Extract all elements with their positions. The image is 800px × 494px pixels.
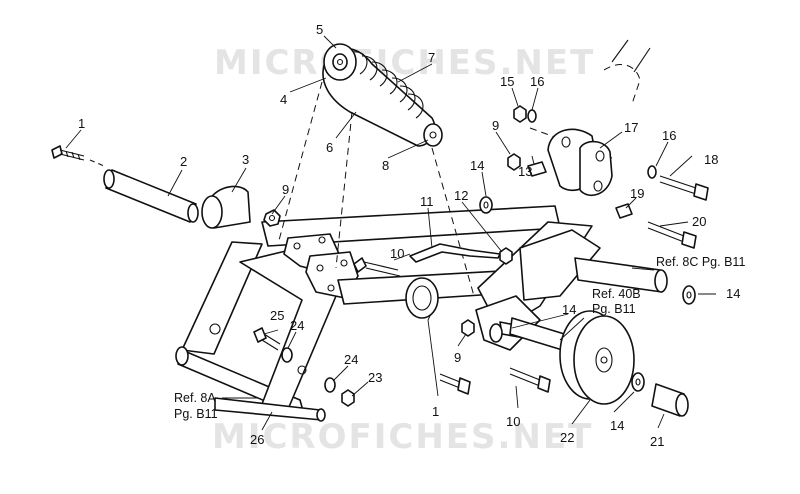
- callout-3: 3: [242, 152, 249, 167]
- callout-16-right: 16: [662, 128, 676, 143]
- callout-24-upper: 24: [290, 318, 304, 333]
- callout-14-mid: 14: [562, 302, 576, 317]
- ref-8a-line1: Ref. 8A: [174, 391, 216, 405]
- callout-14-upper: 14: [470, 158, 484, 173]
- ref-40b-line1: Ref. 40B: [592, 287, 641, 301]
- callout-21: 21: [650, 434, 664, 449]
- frame-hint: [603, 64, 641, 105]
- frame-rails: [611, 39, 651, 73]
- callout-11: 11: [420, 194, 434, 209]
- wheel-22: [559, 310, 635, 405]
- nut-9-upper: [263, 209, 281, 227]
- callout-6: 6: [326, 140, 333, 155]
- callout-8: 8: [382, 158, 389, 173]
- watermark-top: MICROFICHES.NET: [214, 43, 595, 83]
- callout-7: 7: [428, 50, 435, 65]
- callout-18: 18: [704, 152, 718, 167]
- nut-9-lower: [461, 319, 475, 337]
- washer-16-upper: [527, 109, 537, 123]
- callouts: 1 2 3 4 5 6 7 8 9 10 11 12 13 14 15 16 9…: [78, 22, 745, 449]
- sleeve-19: [615, 203, 633, 219]
- ref-8a-line2: Pg. B11: [174, 407, 218, 421]
- callout-1-upper: 1: [78, 116, 85, 131]
- callout-1-lower: 1: [432, 404, 439, 419]
- callout-23: 23: [368, 370, 382, 385]
- ref-8c: Ref. 8C Pg. B11: [656, 255, 745, 269]
- callout-14-lower: 14: [610, 418, 624, 433]
- callout-15: 15: [500, 74, 514, 89]
- washer-24-lower: [324, 377, 336, 393]
- bracket-17: [547, 128, 613, 197]
- sleeve-21: [651, 383, 689, 417]
- callout-12: 12: [454, 188, 468, 203]
- nut-23: [341, 389, 355, 407]
- alignment-line-b: [335, 111, 353, 269]
- washer-14-mid: [489, 323, 503, 343]
- callout-16-upper: 16: [530, 74, 544, 89]
- callout-14-right: 14: [726, 286, 740, 301]
- callout-9-upper: 9: [282, 182, 289, 197]
- front-arm-assembly: [175, 185, 668, 422]
- callout-22: 22: [560, 430, 574, 445]
- watermark-bottom: MICROFICHES.NET: [212, 417, 593, 457]
- callout-26: 26: [250, 432, 264, 447]
- washer-24-upper: [281, 347, 293, 363]
- nut-12: [499, 247, 513, 265]
- nut-9-mid: [507, 153, 521, 171]
- washer-14-right: [682, 285, 696, 305]
- callout-19: 19: [630, 186, 644, 201]
- washer-14-lower: [631, 372, 645, 392]
- callout-24-lower: 24: [344, 352, 358, 367]
- spacer-2: [103, 169, 199, 223]
- callout-9-lower: 9: [454, 350, 461, 365]
- washer-14-upper: [479, 196, 493, 214]
- callout-17: 17: [624, 120, 638, 135]
- leader-lines: [65, 35, 716, 431]
- callout-10-upper: 10: [390, 246, 404, 261]
- clip-11: [409, 243, 501, 263]
- callout-20: 20: [692, 214, 706, 229]
- ref-40b-line2: Pg. B11: [592, 302, 636, 316]
- callout-25: 25: [270, 308, 284, 323]
- bolt-20: [647, 221, 697, 249]
- callout-9-mid: 9: [492, 118, 499, 133]
- shock-absorber: [322, 43, 443, 147]
- callout-2: 2: [180, 154, 187, 169]
- washer-16-right: [647, 165, 657, 179]
- callout-4: 4: [280, 92, 287, 107]
- sleeve-13: [527, 161, 547, 177]
- bolt-18: [659, 175, 709, 201]
- bolt-1-lower: [439, 373, 471, 395]
- bolt-1-upper: [51, 145, 105, 167]
- bolt-10-upper: [353, 257, 401, 277]
- alignment-line-c: [431, 147, 475, 297]
- callout-10-lower: 10: [506, 414, 520, 429]
- callout-13: 13: [518, 164, 532, 179]
- bolt-25: [253, 327, 281, 351]
- alignment-line-a: [277, 81, 323, 245]
- bolt-10-lower: [509, 367, 551, 393]
- callout-5: 5: [316, 22, 323, 37]
- nut-15: [513, 105, 527, 123]
